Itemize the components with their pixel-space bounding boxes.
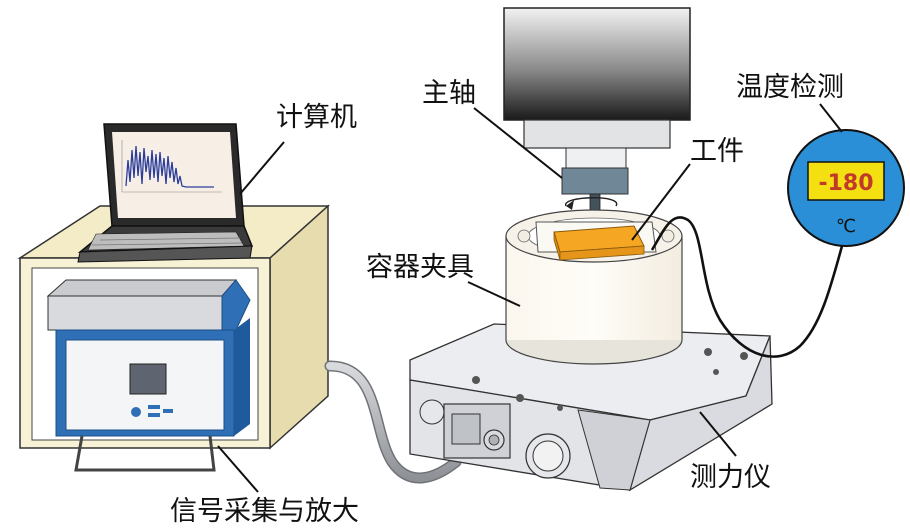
temperature-meter: -180 ℃ (787, 129, 905, 247)
laptop (77, 123, 254, 263)
amplifier-screen (129, 363, 167, 395)
meter-reading: -180 (818, 171, 873, 196)
waveform-plot (121, 140, 222, 193)
meter-display (807, 161, 885, 201)
temperature-probe-wire (650, 216, 844, 358)
label-temperature: 温度检测 (736, 72, 844, 103)
workpiece (553, 225, 645, 261)
leader-lines (217, 103, 843, 493)
meter-unit: ℃ (836, 216, 856, 237)
label-signal: 信号采集与放大 (170, 496, 359, 527)
power-knob-icon (131, 407, 141, 417)
label-dynamometer: 测力仪 (690, 462, 771, 493)
label-fixture: 容器夹具 (366, 252, 474, 283)
spindle (503, 7, 691, 237)
label-computer: 计算机 (276, 102, 357, 133)
label-spindle: 主轴 (422, 78, 476, 109)
dynamometer (409, 323, 773, 492)
signal-amplifier (46, 279, 251, 472)
label-workpiece: 工件 (690, 136, 744, 167)
rotation-arrow-icon (565, 197, 618, 207)
